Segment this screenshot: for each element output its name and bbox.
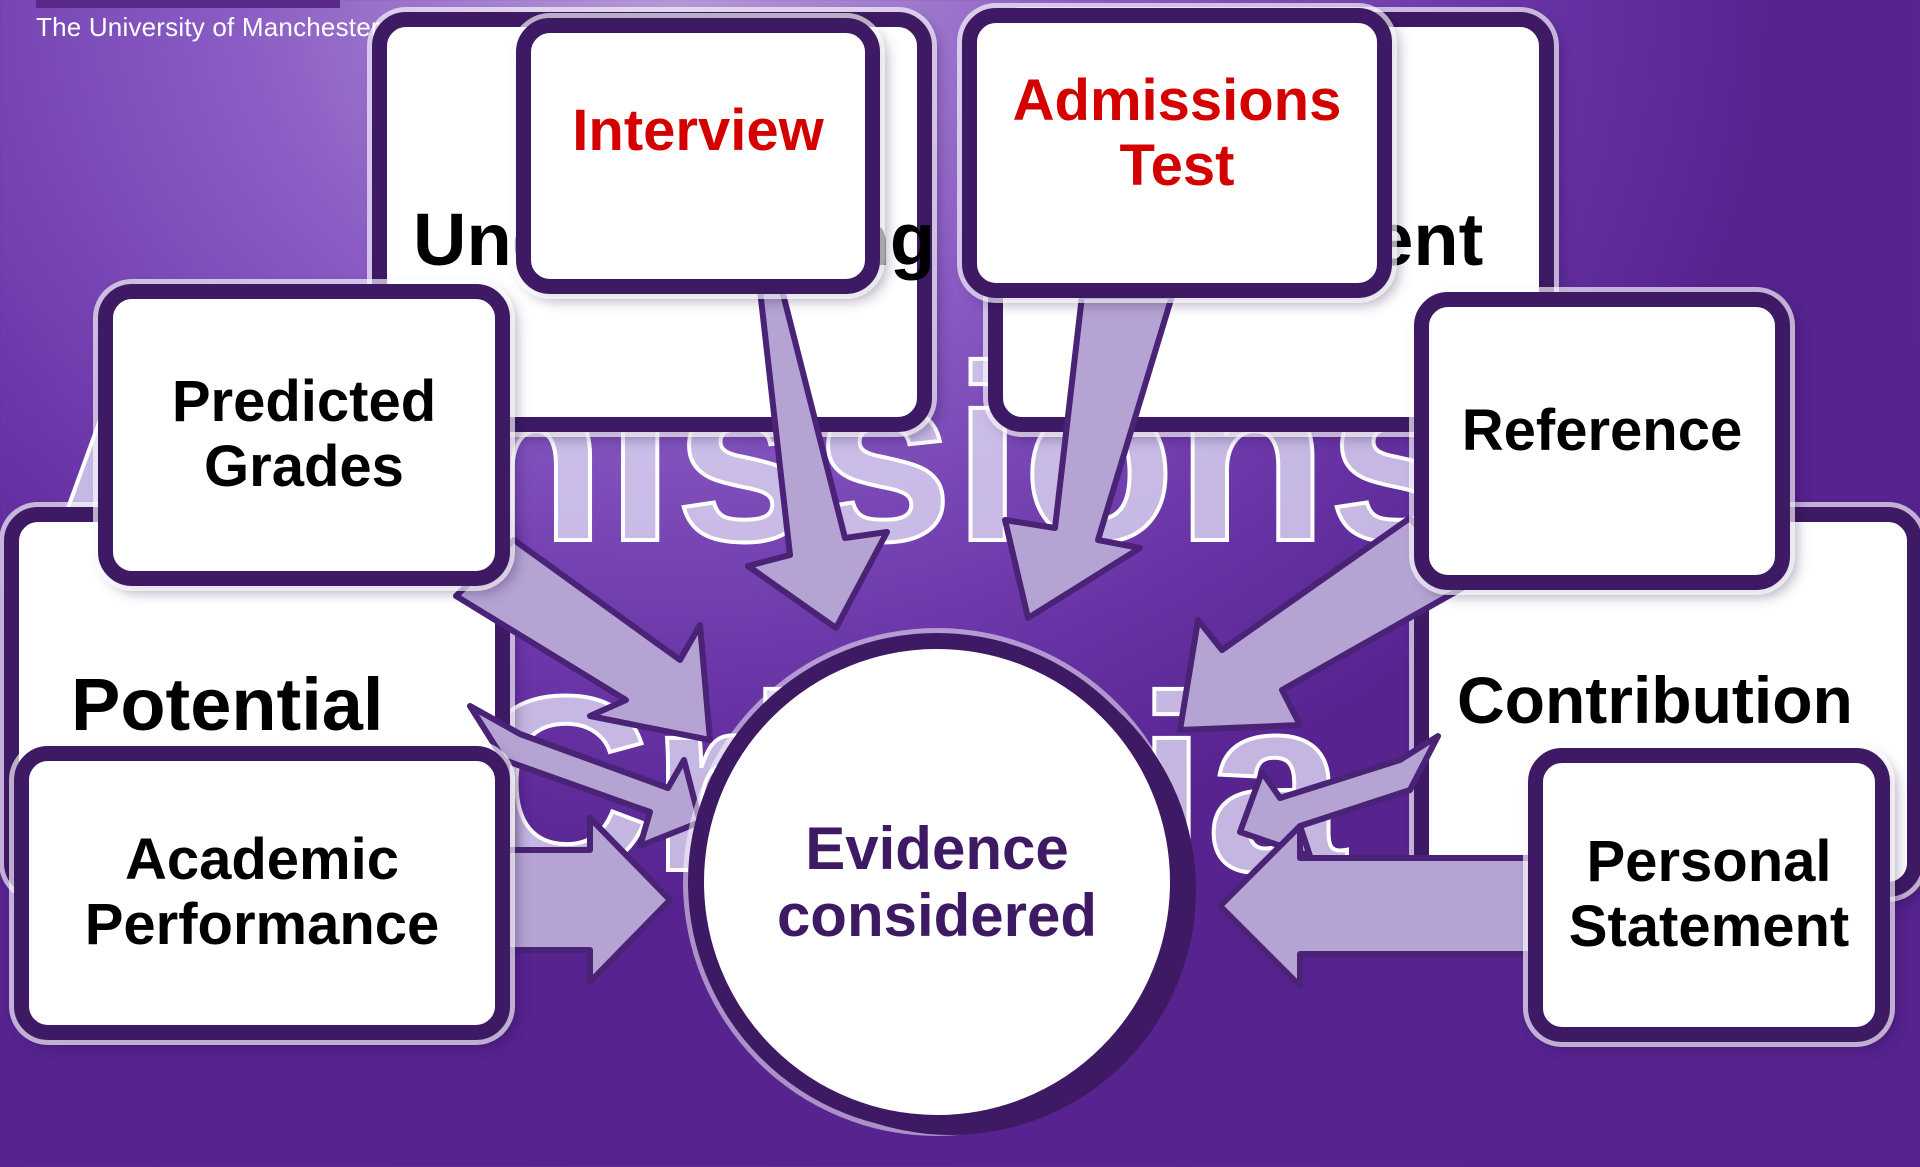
- box-personal-statement-line1: Personal: [1586, 829, 1832, 895]
- box-interview-label: Interview: [572, 97, 824, 163]
- arrow-reference: [1177, 515, 1469, 733]
- brand-bar: [36, 0, 340, 8]
- box-admissions-test-line1: Admissions: [1012, 68, 1342, 134]
- arrow-academic-performance: [497, 815, 673, 985]
- box-personal-statement: Personal Statement: [1528, 748, 1890, 1042]
- box-predicted-grades: Predicted Grades: [98, 284, 510, 586]
- box-reference: Reference: [1414, 292, 1790, 590]
- box-academic-performance: Academic Performance: [14, 746, 510, 1040]
- box-reference-label: Reference: [1461, 397, 1743, 463]
- box-interview: Interview: [516, 18, 880, 294]
- box-admissions-test-line2: Test: [1119, 133, 1235, 198]
- center-label-line2: considered: [776, 882, 1098, 949]
- box-potential-label: Potential: [71, 663, 384, 746]
- box-admissions-test: Admissions Test: [962, 8, 1392, 298]
- arrow-interview: [689, 287, 890, 631]
- box-academic-performance-line2: Performance: [84, 892, 440, 957]
- center-label-line1: Evidence: [805, 814, 1069, 882]
- box-predicted-grades-line2: Grades: [204, 434, 404, 499]
- arrow-admissions-test: [1002, 293, 1175, 621]
- center-circle: Evidence considered: [688, 633, 1186, 1131]
- box-contribution-label: Contribution: [1457, 663, 1853, 737]
- arrow-contribution: [1237, 733, 1441, 859]
- institution-name: The University of Manchester: [36, 12, 380, 42]
- box-predicted-grades-line1: Predicted: [171, 369, 437, 435]
- box-personal-statement-line2: Statement: [1568, 894, 1850, 959]
- arrow-predicted-grades: [453, 537, 713, 743]
- box-academic-performance-line1: Academic: [124, 827, 399, 893]
- arrow-personal-statement: [1217, 823, 1551, 989]
